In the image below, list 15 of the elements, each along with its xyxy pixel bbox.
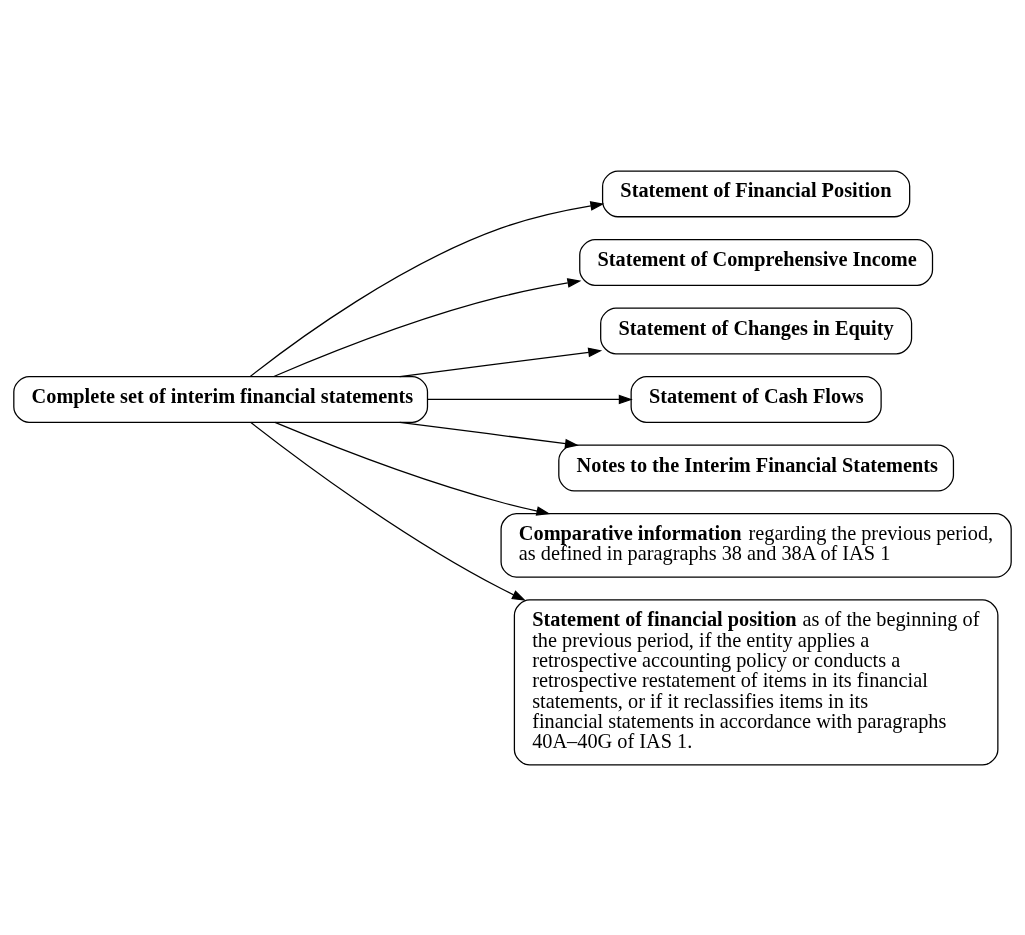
node-box: Comparative information regarding the previous period, as defined in paragraphs 38 and 38A of IAS 1 — [500, 512, 1012, 578]
node-box: Statement of Financial Position — [601, 169, 911, 217]
node-box: Statement of financial position as of the beginning of the previous period, if the entity applies a retrospective accounting policy or conducts a retrospective restatement of items in its financial statements, or if it reclassifies items in its financial statements in accordance with paragraphs 40A–40G of IAS 1. — [513, 598, 999, 766]
arrow — [273, 277, 582, 377]
arrow — [426, 394, 633, 404]
arrow — [274, 421, 551, 516]
arrow — [249, 200, 605, 377]
node-box: Statement of Cash Flows — [630, 375, 882, 423]
node-box: Statement of Changes in Equity — [600, 307, 913, 354]
arrow — [399, 421, 579, 448]
arrow — [399, 347, 603, 377]
arrow — [249, 421, 526, 601]
node-box: Notes to the Interim Financial Statements — [558, 444, 955, 491]
node-box: Complete set of interim financial statements — [13, 375, 429, 423]
node-box: Statement of Comprehensive Income — [579, 238, 934, 286]
